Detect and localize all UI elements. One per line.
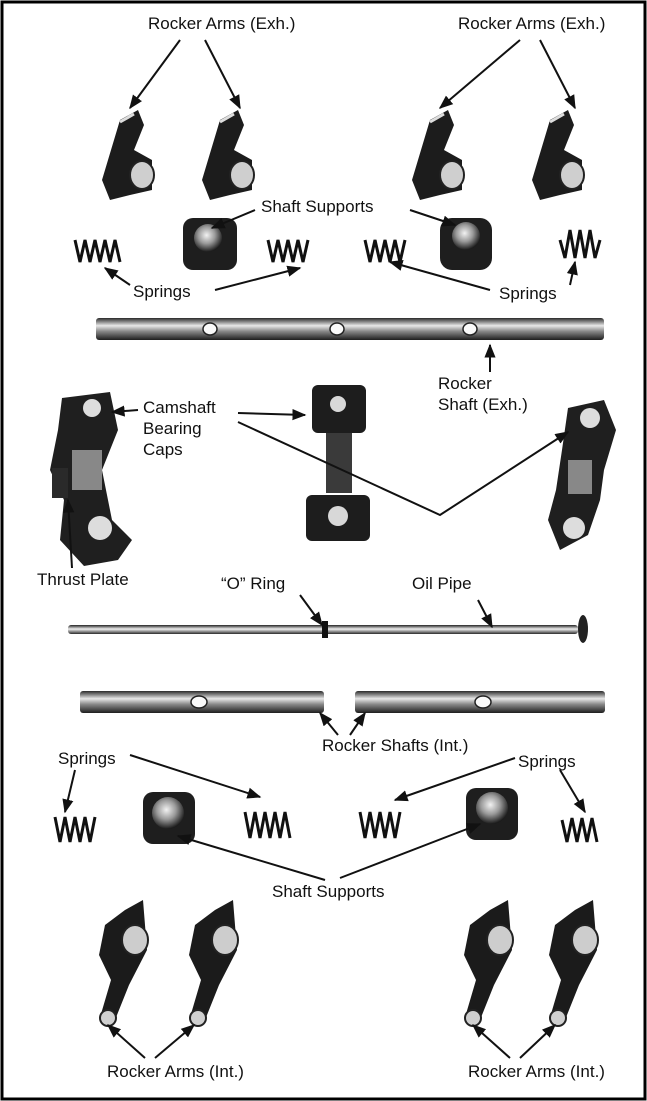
spring-top-1 xyxy=(75,240,120,262)
arrow-spring-bottom-2 xyxy=(130,755,260,797)
spring-bottom-4 xyxy=(562,818,597,842)
arrow-camshaft-cap-center xyxy=(238,413,305,415)
label-rocker-shaft-exh-1: Rocker xyxy=(438,374,492,393)
label-rocker-shaft-exh-2: Shaft (Exh.) xyxy=(438,395,528,414)
label-rocker-arms-int-left: Rocker Arms (Int.) xyxy=(107,1062,244,1081)
rocker-arm-exh-1 xyxy=(102,110,154,200)
shaft-support-bottom-2 xyxy=(466,788,518,840)
rocker-arm-exh-3 xyxy=(412,110,464,200)
shaft-support-top-2 xyxy=(440,218,492,270)
spring-top-3 xyxy=(365,240,405,262)
label-rocker-arms-exh-right: Rocker Arms (Exh.) xyxy=(458,14,605,33)
arrow-rocker-int-2 xyxy=(155,1025,194,1058)
arrow-rocker-int-3 xyxy=(473,1025,510,1058)
spring-bottom-2 xyxy=(245,812,290,838)
arrow-rocker-exh-2 xyxy=(205,40,240,108)
arrow-rocker-shaft-int-right xyxy=(350,713,365,735)
rocker-shaft-exh xyxy=(96,318,604,340)
rocker-shaft-int-right xyxy=(355,691,605,713)
label-rocker-arms-int-right: Rocker Arms (Int.) xyxy=(468,1062,605,1081)
camshaft-bearing-cap-center xyxy=(306,385,370,541)
rocker-arm-exh-4 xyxy=(532,110,584,200)
arrow-rocker-exh-1 xyxy=(130,40,180,108)
rocker-shaft-int-left xyxy=(80,691,324,713)
spring-bottom-1 xyxy=(55,817,95,842)
label-rocker-arms-exh-left: Rocker Arms (Exh.) xyxy=(148,14,295,33)
oil-pipe xyxy=(68,615,588,643)
arrow-rocker-exh-4 xyxy=(540,40,575,108)
arrow-spring-top-1 xyxy=(105,268,130,285)
arrow-rocker-exh-3 xyxy=(440,40,520,108)
rocker-arm-int-3 xyxy=(464,900,513,1026)
arrow-rocker-shaft-int-left xyxy=(320,713,338,735)
label-rocker-shafts-int: Rocker Shafts (Int.) xyxy=(322,736,468,755)
label-camshaft-3: Caps xyxy=(143,440,183,459)
label-springs-top-left: Springs xyxy=(133,282,191,301)
arrow-rocker-int-1 xyxy=(108,1025,145,1058)
arrow-spring-top-2 xyxy=(215,268,300,290)
label-springs-bottom-right: Springs xyxy=(518,752,576,771)
arrow-camshaft-cap-right xyxy=(238,422,568,515)
label-springs-top-right: Springs xyxy=(499,284,557,303)
rocker-arm-int-4 xyxy=(549,900,598,1026)
arrow-rocker-int-4 xyxy=(520,1025,555,1058)
arrow-oil-pipe xyxy=(478,600,492,627)
label-thrust-plate: Thrust Plate xyxy=(37,570,129,589)
arrow-spring-bottom-1 xyxy=(65,770,75,812)
label-shaft-supports-bottom: Shaft Supports xyxy=(272,882,384,901)
label-shaft-supports-top: Shaft Supports xyxy=(261,197,373,216)
shaft-support-bottom-1 xyxy=(143,792,195,844)
label-camshaft-2: Bearing xyxy=(143,419,202,438)
rocker-arm-exh-2 xyxy=(202,110,254,200)
camshaft-bearing-cap-right xyxy=(548,400,616,550)
arrow-shaft-support-bottom-1 xyxy=(178,836,325,880)
label-camshaft-1: Camshaft xyxy=(143,398,216,417)
spring-top-4 xyxy=(560,230,600,258)
label-o-ring: “O” Ring xyxy=(221,574,285,593)
arrow-shaft-support-bottom-2 xyxy=(340,824,480,878)
rocker-arm-int-1 xyxy=(99,900,148,1026)
label-oil-pipe: Oil Pipe xyxy=(412,574,472,593)
label-springs-bottom-left: Springs xyxy=(58,749,116,768)
arrow-shaft-support-top-2 xyxy=(410,210,455,225)
arrow-spring-top-4 xyxy=(570,262,575,285)
shaft-support-top-1 xyxy=(183,218,237,270)
arrow-camshaft-cap-left xyxy=(112,410,138,412)
arrow-o-ring xyxy=(300,595,322,625)
arrow-spring-bottom-4 xyxy=(560,770,585,812)
spring-bottom-3 xyxy=(360,812,400,838)
thrust-plate xyxy=(52,468,68,498)
spring-top-2 xyxy=(268,240,308,262)
rocker-arm-int-2 xyxy=(189,900,238,1026)
